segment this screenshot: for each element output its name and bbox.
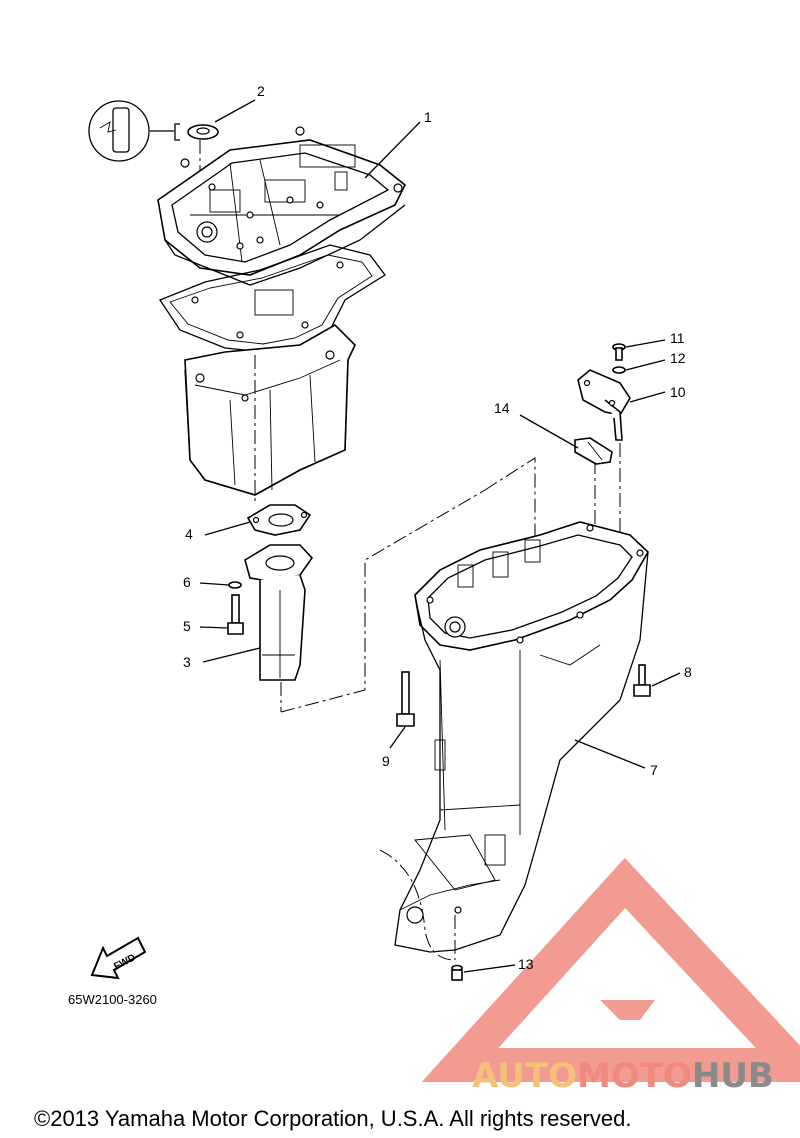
watermark-moto: MOTO: [577, 1056, 692, 1096]
callout-12: 12: [670, 350, 686, 366]
part-4-gasket: [246, 504, 312, 536]
svg-text:AUTOMOTOHUB: AUTOMOTOHUB: [472, 1056, 774, 1096]
callout-6: 6: [183, 574, 191, 590]
part-9-bolt: [396, 671, 415, 727]
watermark-text: AUTOMOTOHUB: [472, 1056, 774, 1096]
callout-10: 10: [670, 384, 686, 400]
callout-2: 2: [257, 83, 265, 99]
callout-11: 11: [670, 330, 685, 346]
part-13-plug: [451, 964, 463, 981]
assembly-lines: [280, 418, 621, 961]
callout-8: 8: [684, 664, 692, 680]
callout-3: 3: [183, 654, 191, 670]
callout-9: 9: [382, 753, 390, 769]
part-14-clip: [574, 437, 613, 465]
part-8-bolt: [633, 664, 651, 697]
copyright-notice: ©2013 Yamaha Motor Corporation, U.S.A. A…: [34, 1106, 631, 1131]
callout-numbers: 1 2 3 4 5 6 7 8 9 10 11 12 13 14: [183, 83, 692, 972]
detail-bubble: [88, 100, 180, 162]
gasket: [159, 244, 386, 353]
part-10-bracket: [577, 369, 631, 441]
callout-1: 1: [424, 109, 432, 125]
part-6-washer: [228, 581, 242, 589]
oil-pan-housing: [184, 324, 356, 505]
watermark-auto: AUTO: [472, 1056, 577, 1096]
watermark-logo: [421, 857, 800, 1082]
part-11-screw: [612, 343, 626, 361]
part-5-bolt: [227, 594, 244, 635]
part-7-upper-casing: [394, 521, 650, 953]
part-1-upper-case-plate: [157, 126, 407, 286]
watermark-hub: HUB: [692, 1056, 774, 1096]
fwd-arrow-icon: FWD: [90, 936, 147, 980]
callout-13: 13: [518, 956, 534, 972]
part-3-exhaust-tube: [244, 544, 314, 712]
part-12-washer: [612, 366, 626, 374]
leader-lines: [199, 99, 681, 973]
callout-4: 4: [185, 526, 193, 542]
diagram-code: 65W2100-3260: [68, 992, 157, 1007]
callout-5: 5: [183, 618, 191, 634]
callout-7: 7: [650, 762, 658, 778]
fwd-label: FWD: [112, 952, 137, 972]
callout-14: 14: [494, 400, 510, 416]
